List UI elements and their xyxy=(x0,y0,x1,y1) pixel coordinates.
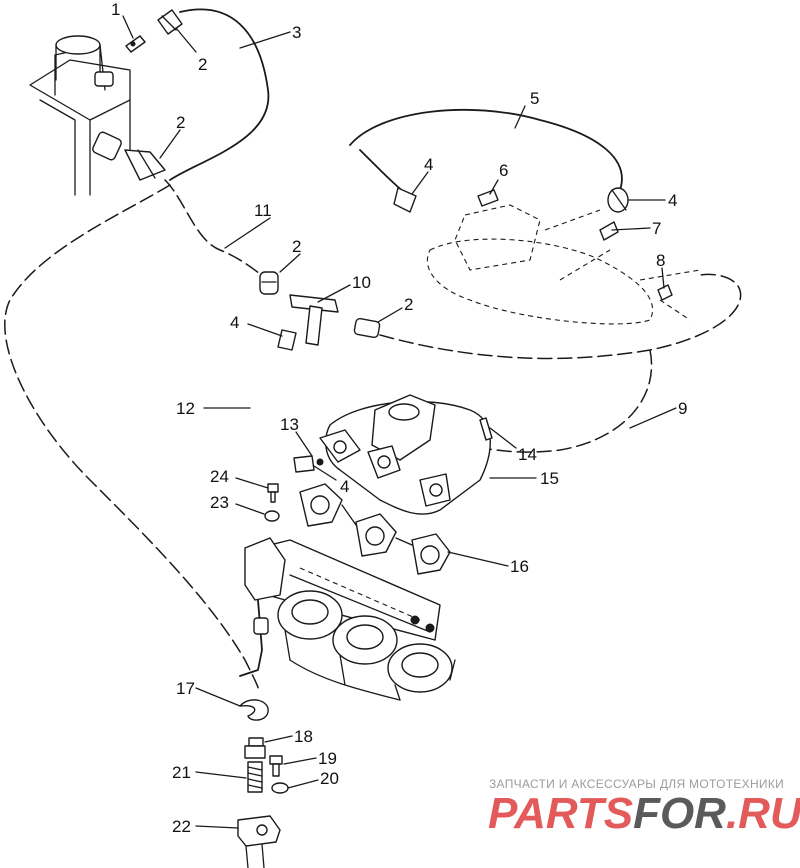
washer-23 xyxy=(264,510,280,522)
callout-16: 16 xyxy=(510,557,529,576)
callout-8: 8 xyxy=(656,251,665,270)
callouts: 1 2 3 2 5 4 6 4 7 11 2 8 10 2 4 12 9 13 … xyxy=(111,0,687,836)
bolt-24 xyxy=(267,483,279,503)
callout-1: 1 xyxy=(111,0,120,19)
screw-19 xyxy=(269,755,283,777)
callout-13: 13 xyxy=(280,415,299,434)
clamp-2-center xyxy=(259,271,279,295)
washer-20 xyxy=(271,782,289,794)
bolt-14 xyxy=(479,417,493,441)
clamp-lower xyxy=(253,617,269,635)
callout-23: 23 xyxy=(210,493,229,512)
fitting-13 xyxy=(293,455,324,473)
manifold-ghost xyxy=(426,204,701,325)
callout-4: 4 xyxy=(668,191,677,210)
callout-2: 2 xyxy=(292,237,301,256)
spring-21 xyxy=(247,761,263,793)
callout-19: 19 xyxy=(318,749,337,768)
watermark: ЗАПЧАСТИ И АКСЕССУАРЫ ДЛЯ МОТОТЕХНИКИ PA… xyxy=(488,777,800,838)
watermark-logo-parts: PARTS xyxy=(488,789,633,838)
hose-lower xyxy=(239,599,263,677)
callout-9: 9 xyxy=(678,399,687,418)
o-ring-17 xyxy=(239,699,269,721)
sensor-18 xyxy=(244,737,266,759)
fitting-7 xyxy=(599,221,619,241)
fitting-4-hose5 xyxy=(393,187,417,213)
callout-4: 4 xyxy=(340,477,349,496)
callout-5: 5 xyxy=(530,89,539,108)
callout-22: 22 xyxy=(172,817,191,836)
gaskets-16 xyxy=(299,483,451,575)
hose-11 xyxy=(164,179,269,281)
callout-20: 20 xyxy=(320,769,339,788)
fitting-4-right xyxy=(607,187,629,213)
callout-15: 15 xyxy=(540,469,559,488)
hose-3 xyxy=(169,8,270,181)
watermark-logo: PARTSFOR.RU xyxy=(488,789,800,838)
callout-6: 6 xyxy=(499,161,508,180)
watermark-logo-for: FOR xyxy=(633,789,726,838)
callout-2: 2 xyxy=(176,113,185,132)
tee-fitting-10 xyxy=(289,294,339,346)
watermark-logo-ru: .RU xyxy=(726,789,800,838)
callout-4: 4 xyxy=(424,155,433,174)
fitting-6 xyxy=(477,189,499,207)
callout-12: 12 xyxy=(176,399,195,418)
callout-7: 7 xyxy=(652,219,661,238)
reservoir-tank xyxy=(29,35,131,196)
callout-10: 10 xyxy=(352,273,371,292)
clamp-2-second xyxy=(92,131,166,181)
callout-21: 21 xyxy=(172,763,191,782)
leader-lines xyxy=(122,15,677,829)
clamp-2-right xyxy=(353,317,381,339)
callout-2: 2 xyxy=(404,295,413,314)
housing-22 xyxy=(237,815,281,868)
hose-9 xyxy=(379,273,742,453)
callout-24: 24 xyxy=(210,467,229,486)
callout-3: 3 xyxy=(292,23,301,42)
watermark-tagline: ЗАПЧАСТИ И АКСЕССУАРЫ ДЛЯ МОТОТЕХНИКИ xyxy=(489,777,784,791)
fitting-8 xyxy=(657,284,673,301)
callout-14: 14 xyxy=(518,445,537,464)
callout-4: 4 xyxy=(230,313,239,332)
callout-11: 11 xyxy=(254,201,272,220)
hose-5 xyxy=(349,108,623,191)
fitting-1 xyxy=(125,35,146,53)
cylinder-heads xyxy=(244,537,456,701)
callout-17: 17 xyxy=(176,679,195,698)
callout-2: 2 xyxy=(198,55,207,74)
callout-18: 18 xyxy=(294,727,313,746)
hose-12 xyxy=(4,184,260,691)
fitting-4-left xyxy=(277,329,297,351)
exhaust-manifold-15 xyxy=(319,394,491,515)
